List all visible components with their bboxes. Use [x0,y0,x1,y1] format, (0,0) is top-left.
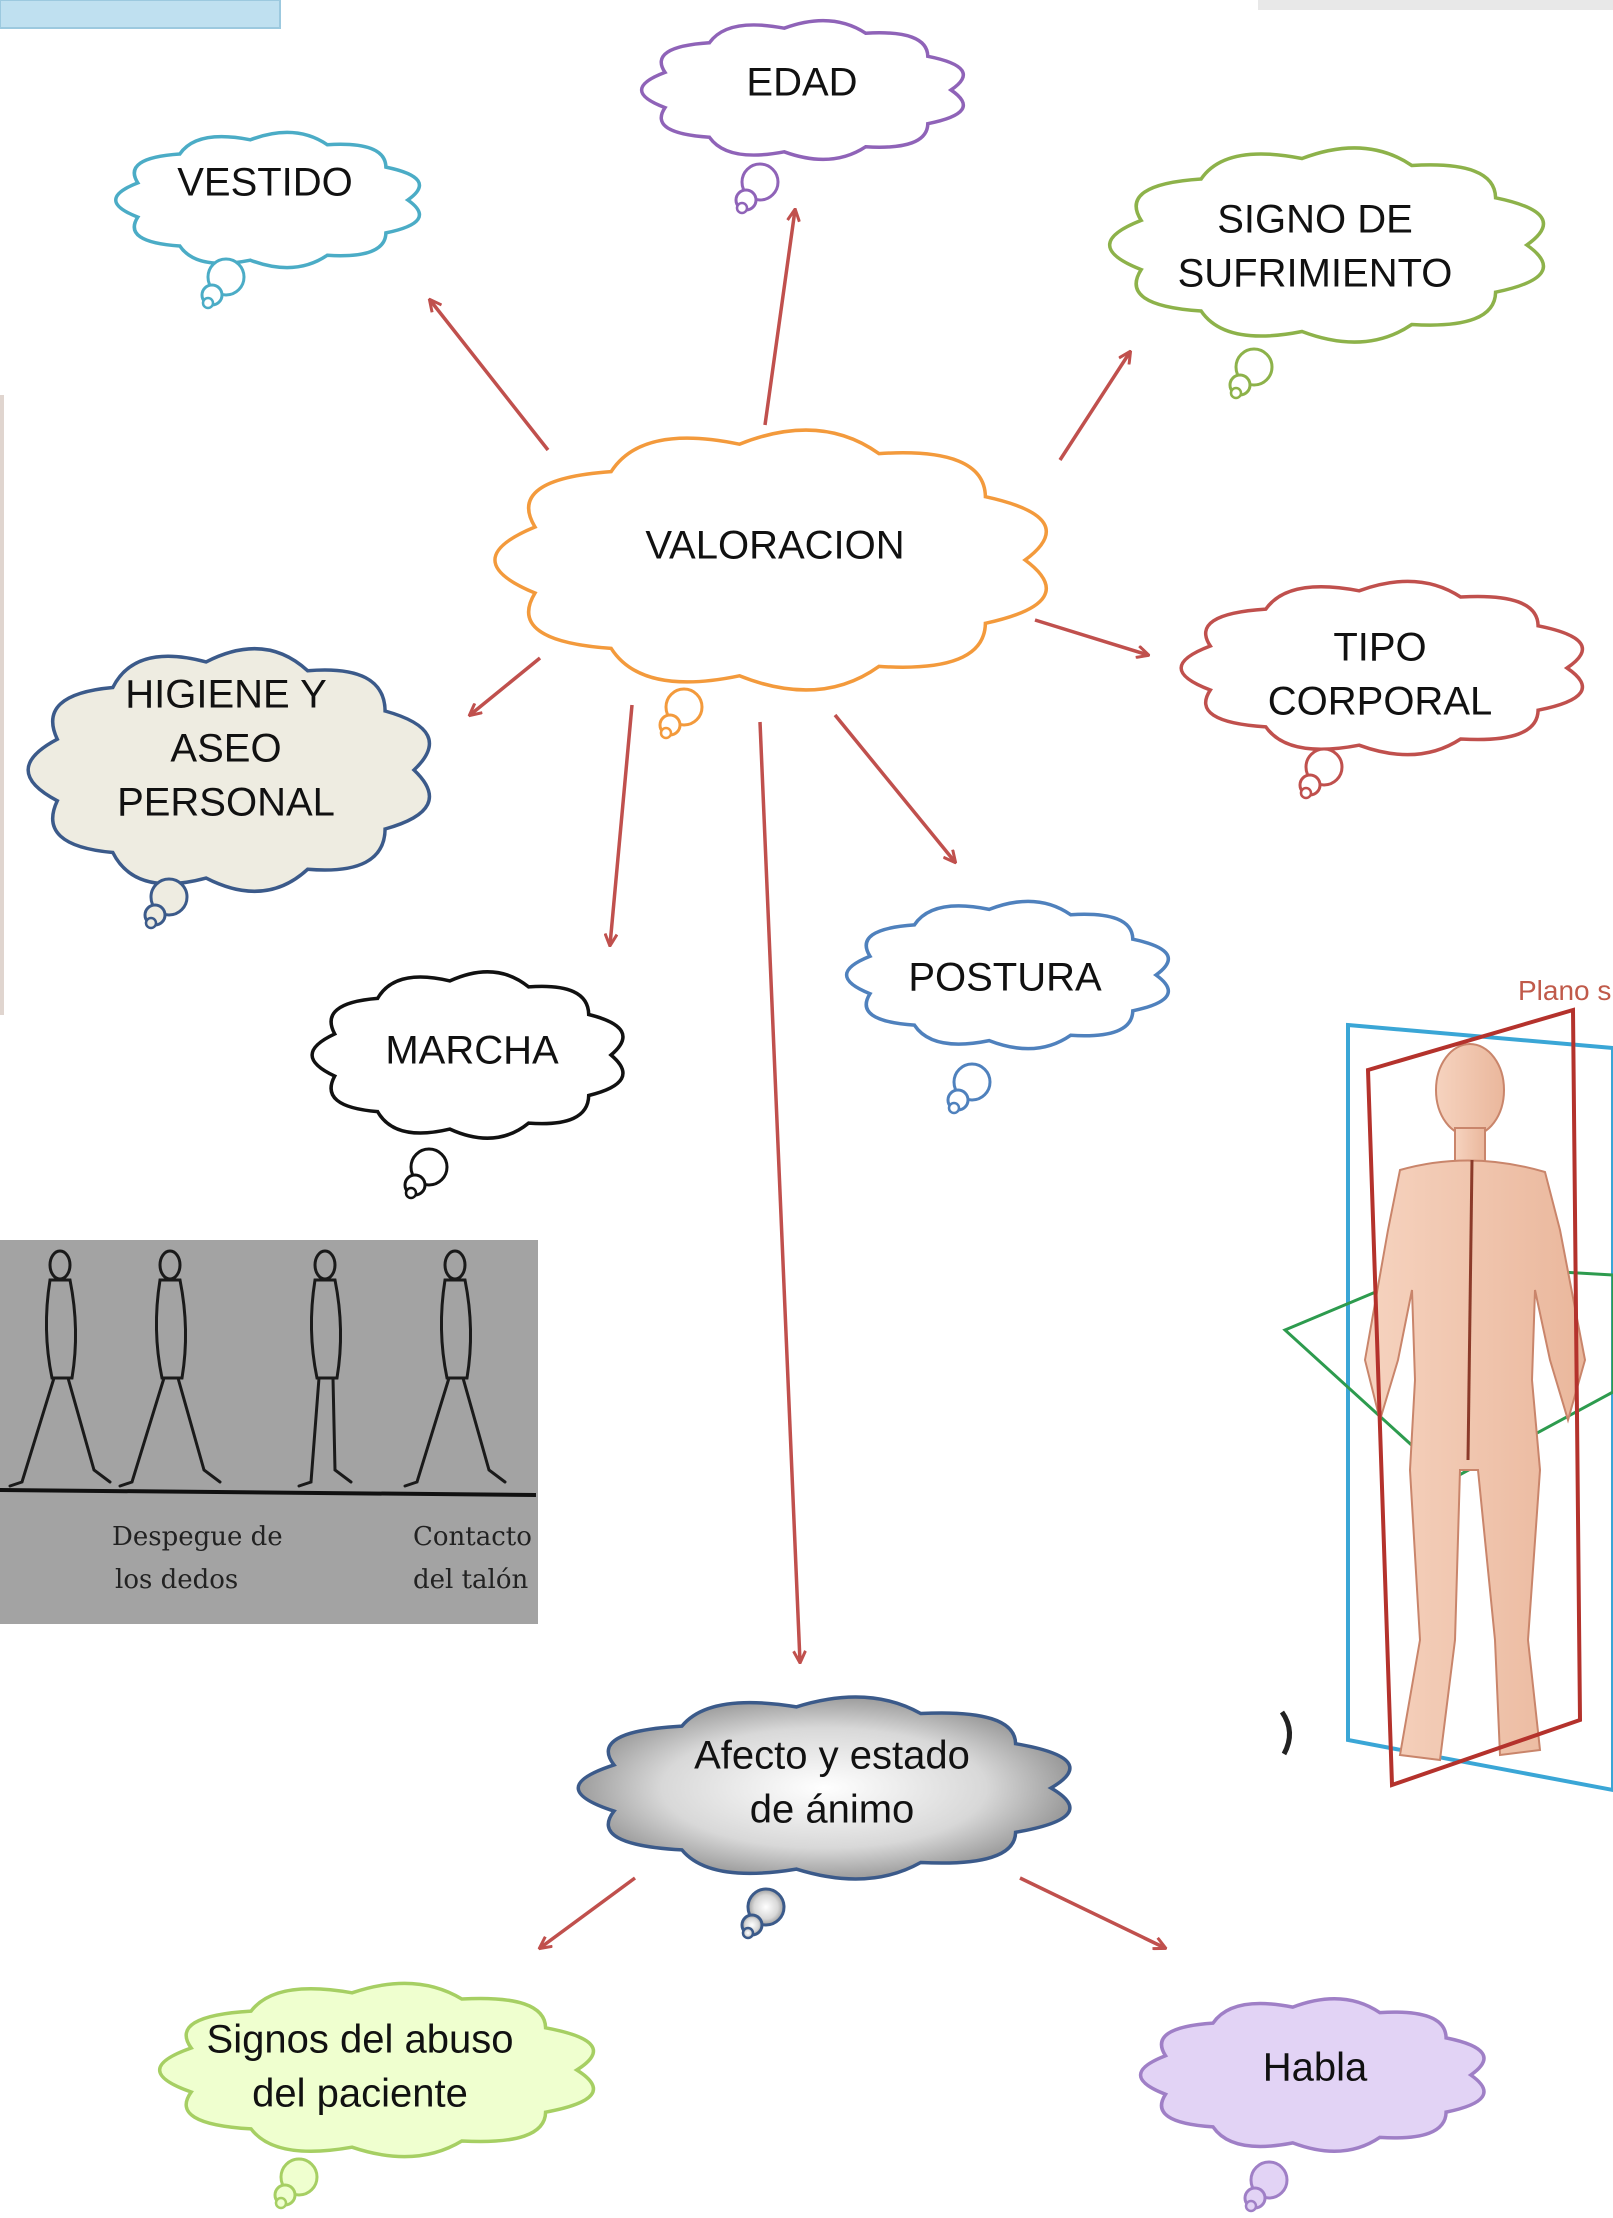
node-label: del paciente [252,2072,468,2116]
gait-image: Despegue de los dedos Contacto del talón [0,1240,538,1624]
node-label: CORPORAL [1268,680,1493,724]
cloud-afecto: Afecto y estado de ánimo [576,1695,1072,1940]
walking-figure [403,1249,507,1488]
connector-arrow [470,656,542,715]
node-label: SIGNO DE [1217,198,1413,242]
cloud-shape [310,970,625,1140]
connector-arrow [758,721,800,1662]
thought-bubble [274,2196,288,2210]
node-label: VESTIDO [177,161,353,205]
connector-arrow [763,210,795,426]
cloud-shape [114,130,422,270]
thought-bubble [659,726,673,740]
body-image-label: Plano s [1518,975,1611,1006]
cloud-shape [1138,1997,1486,2153]
corner-fragment-left [0,0,281,29]
connector-arrow [430,300,550,452]
cloud-shape [1108,146,1546,344]
gait-caption-right-1: Contacto [413,1522,532,1552]
cloud-shape [1179,579,1585,757]
thought-bubble [201,296,215,310]
thought-bubble [947,1101,961,1115]
thought-bubble [404,1186,418,1200]
cloud-signo: SIGNO DE SUFRIMIENTO [1108,146,1546,400]
gait-caption-left-1: Despegue de [112,1522,283,1552]
thought-bubble [144,916,158,930]
walking-figure [8,1249,112,1488]
node-label: POSTURA [908,956,1102,1000]
node-label: SUFRIMIENTO [1178,252,1453,296]
cloud-marcha: MARCHA [310,970,625,1200]
cloud-postura: POSTURA [845,899,1170,1115]
thought-bubble [1299,786,1313,800]
gait-caption-right-2: del talón [413,1565,529,1595]
thought-bubble [735,201,749,215]
node-label: VALORACION [645,524,904,568]
clouds: VALORACION EDAD VESTIDO SIGNO DE SUFRIMIENTO… [26,18,1585,2213]
cloud-tipo: TIPO CORPORAL [1179,579,1585,800]
connector-arrow [1058,352,1130,461]
arrows [430,210,1165,1948]
cloud-shape [845,899,1170,1051]
cloud-abuso: Signos del abuso del paciente [158,1981,596,2210]
cloud-shape [158,1981,596,2159]
connector-arrow [833,713,955,862]
body-planes-image: Plano s [1279,975,1613,1793]
corner-fragment-right [1258,0,1613,10]
cloud-shape [26,646,432,894]
connector-arrow [540,1876,637,1948]
cloud-edad: EDAD [640,18,965,215]
thought-bubble [1229,386,1243,400]
node-label: de ánimo [750,1788,915,1832]
connector-arrow [610,704,634,945]
node-label: Signos del abuso [207,2018,514,2062]
node-label: Afecto y estado [694,1734,970,1778]
node-label: Habla [1263,2046,1368,2090]
cloud-valoracion: VALORACION [493,428,1048,740]
node-label: ASEO [170,727,281,771]
thought-bubble [741,1926,755,1940]
node-label: PERSONAL [117,781,335,825]
cloud-shape [576,1695,1072,1881]
node-label: HIGIENE Y [125,673,327,717]
gait-caption-left-2: los dedos [115,1565,238,1595]
cloud-habla: Habla [1138,1997,1486,2213]
node-label: MARCHA [385,1029,559,1073]
cloud-shape [640,18,965,162]
cloud-higiene: HIGIENE Y ASEO PERSONAL [26,646,432,930]
thought-bubble [1244,2199,1258,2213]
cloud-shape [493,428,1048,692]
walking-figure [118,1249,222,1488]
node-label: EDAD [746,61,857,105]
cloud-vestido: VESTIDO [114,130,422,310]
connector-arrow [1019,1876,1165,1948]
connector-arrow [1034,618,1148,655]
walking-figure [297,1249,353,1488]
node-label: TIPO [1333,626,1426,670]
